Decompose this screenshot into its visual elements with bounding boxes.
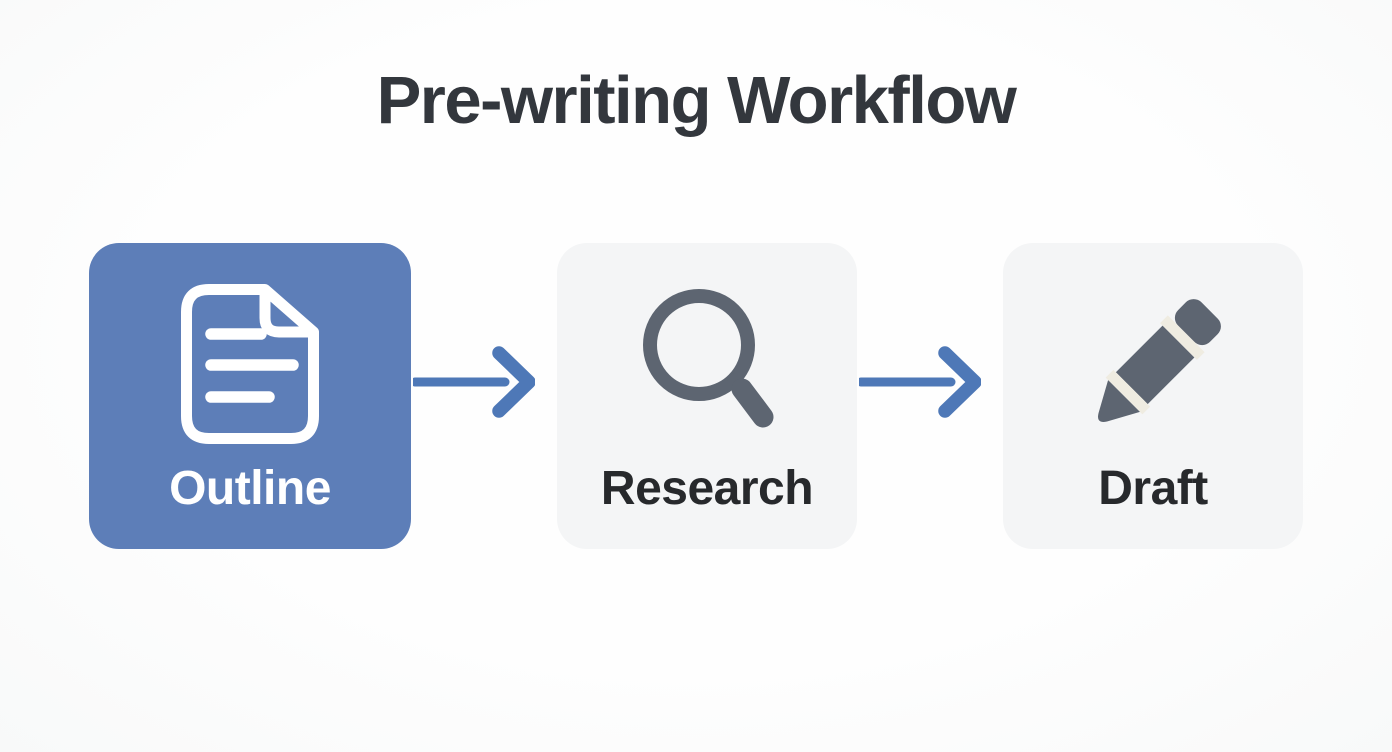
document-icon (89, 281, 411, 447)
step-draft: Draft (1003, 243, 1303, 550)
step-label-draft: Draft (1098, 462, 1208, 516)
pencil-icon (1003, 281, 1303, 447)
search-icon (557, 281, 857, 447)
step-research: Research (557, 243, 857, 550)
workflow-diagram: Outline Research (89, 243, 1303, 550)
step-label-research: Research (600, 462, 814, 516)
arrow-right-icon (411, 243, 557, 549)
page-title: Pre-writing Workflow (376, 63, 1017, 138)
step-label-outline: Outline (169, 462, 331, 516)
step-outline: Outline (89, 243, 411, 550)
arrow-right-icon (857, 243, 1003, 549)
